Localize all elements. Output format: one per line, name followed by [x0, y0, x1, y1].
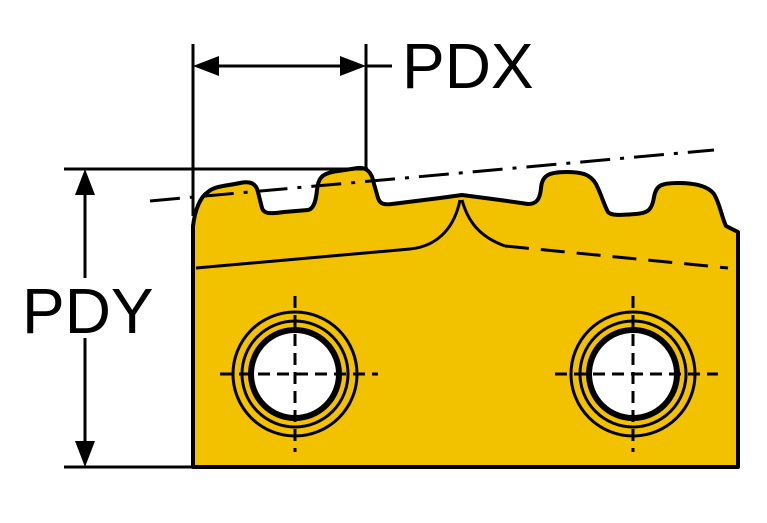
pitch-reference-line	[149, 148, 715, 203]
wear-line-left	[195, 199, 462, 270]
pdy-arrow-bottom	[75, 441, 95, 467]
pdy-arrow-top	[75, 169, 95, 195]
pdy-label-backdrop	[24, 278, 142, 338]
wear-curve-right	[460, 199, 506, 248]
pdx-arrow-right	[340, 56, 366, 76]
wear-dashed-line	[504, 244, 729, 270]
pdx-label: PDX	[402, 30, 534, 102]
pdy-label: PDY	[22, 275, 154, 347]
center-lines	[220, 296, 718, 452]
pdx-arrow-left	[193, 56, 219, 76]
pdx-dimension	[191, 44, 392, 216]
